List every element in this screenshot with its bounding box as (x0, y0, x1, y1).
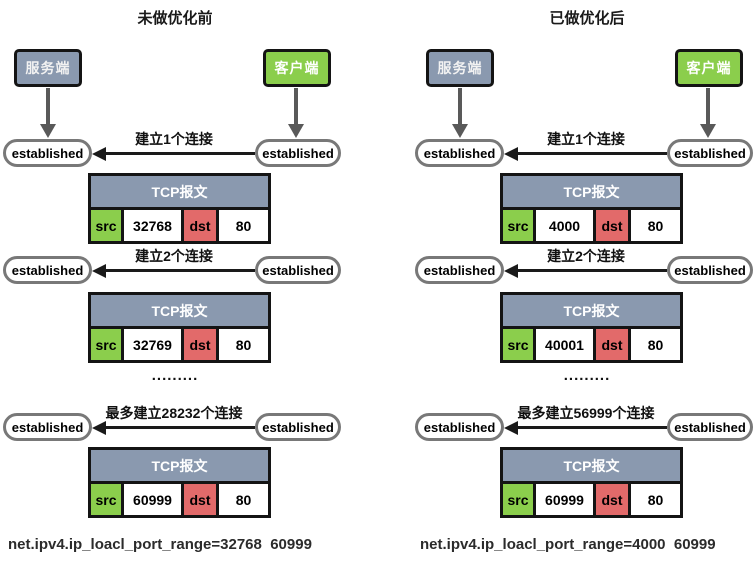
arrow-left-icon (504, 146, 518, 161)
sysctl-setting-text: net.ipv4.ip_loacl_port_range=4000 60999 (420, 536, 716, 553)
connection-arrow-line (105, 269, 255, 272)
arrow-down-icon (288, 124, 304, 138)
tcp-packet-table: TCP报文 src 4000 dst 80 (500, 173, 683, 244)
dst-port-cell: 80 (631, 210, 680, 241)
established-state: established (415, 413, 504, 441)
established-state: established (255, 139, 341, 167)
established-state: established (255, 256, 341, 284)
established-state: established (255, 413, 341, 441)
tcp-packet-row: src 60999 dst 80 (503, 484, 680, 515)
dst-label-cell: dst (596, 329, 628, 360)
established-state: established (667, 256, 753, 284)
tcp-packet-header: TCP报文 (503, 176, 680, 207)
client-arrow-line (706, 88, 710, 125)
tcp-packet-table: TCP报文 src 60999 dst 80 (500, 447, 683, 518)
src-port-cell: 32769 (124, 329, 181, 360)
tcp-packet-row: src 32769 dst 80 (91, 329, 268, 360)
established-state: established (415, 256, 504, 284)
established-state: established (667, 413, 753, 441)
src-port-cell: 32768 (124, 210, 181, 241)
established-state: established (3, 256, 92, 284)
arrow-left-icon (92, 420, 106, 435)
tcp-packet-header: TCP报文 (91, 295, 268, 326)
sysctl-setting-text: net.ipv4.ip_loacl_port_range=32768 60999 (8, 536, 312, 553)
established-state: established (3, 413, 92, 441)
tcp-packet-header: TCP报文 (91, 450, 268, 481)
arrow-down-icon (700, 124, 716, 138)
src-port-cell: 60999 (124, 484, 181, 515)
arrow-left-icon (504, 263, 518, 278)
server-node: 服务端 (426, 49, 494, 87)
established-state: established (3, 139, 92, 167)
dst-label-cell: dst (184, 329, 216, 360)
src-label-cell: src (91, 484, 121, 515)
dst-port-cell: 80 (631, 484, 680, 515)
dst-port-cell: 80 (219, 484, 268, 515)
ellipsis-dots: ......... (151, 367, 199, 384)
connection-label: 建立2个连接 (135, 248, 213, 264)
connection-label: 最多建立28232个连接 (105, 405, 243, 421)
src-label-cell: src (503, 329, 533, 360)
src-port-cell: 4000 (536, 210, 593, 241)
ellipsis-dots: ......... (563, 367, 611, 384)
client-node: 客户端 (675, 49, 743, 87)
tcp-packet-table: TCP报文 src 40001 dst 80 (500, 292, 683, 363)
connection-label: 建立2个连接 (547, 248, 625, 264)
arrow-down-icon (40, 124, 56, 138)
panel-before-content: 未做优化前 服务端 客户端 建立1个连接 established establi… (3, 10, 341, 553)
connection-arrow-line (105, 426, 255, 429)
established-state: established (415, 139, 504, 167)
arrow-left-icon (92, 146, 106, 161)
server-arrow-line (46, 88, 50, 125)
established-state: established (667, 139, 753, 167)
tcp-packet-header: TCP报文 (503, 295, 680, 326)
client-arrow-line (294, 88, 298, 125)
connection-label: 建立1个连接 (547, 131, 625, 147)
dst-label-cell: dst (596, 210, 628, 241)
tcp-packet-header: TCP报文 (91, 176, 268, 207)
connection-label: 建立1个连接 (135, 131, 213, 147)
tcp-packet-row: src 32768 dst 80 (91, 210, 268, 241)
dst-label-cell: dst (184, 210, 216, 241)
src-label-cell: src (91, 210, 121, 241)
tcp-packet-table: TCP报文 src 60999 dst 80 (88, 447, 271, 518)
panel-title: 未做优化前 (137, 10, 213, 27)
panel-after-content: 已做优化后 服务端 客户端 建立1个连接 established establi… (412, 0, 754, 561)
connection-arrow-line (517, 152, 667, 155)
arrow-left-icon (92, 263, 106, 278)
tcp-packet-row: src 4000 dst 80 (503, 210, 680, 241)
connection-arrow-line (517, 426, 667, 429)
dst-port-cell: 80 (219, 329, 268, 360)
panel-title: 已做优化后 (549, 10, 625, 27)
dst-label-cell: dst (596, 484, 628, 515)
server-node: 服务端 (14, 49, 82, 87)
tcp-packet-table: TCP报文 src 32769 dst 80 (88, 292, 271, 363)
tcp-packet-row: src 40001 dst 80 (503, 329, 680, 360)
arrow-left-icon (504, 420, 518, 435)
tcp-packet-header: TCP报文 (503, 450, 680, 481)
server-arrow-line (458, 88, 462, 125)
tcp-packet-row: src 60999 dst 80 (91, 484, 268, 515)
dst-port-cell: 80 (631, 329, 680, 360)
src-label-cell: src (503, 210, 533, 241)
panel-after-optimization: 已做优化后 服务端 客户端 建立1个连接 established establi… (377, 0, 754, 561)
connection-label: 最多建立56999个连接 (517, 405, 655, 421)
dst-port-cell: 80 (219, 210, 268, 241)
src-port-cell: 60999 (536, 484, 593, 515)
arrow-down-icon (452, 124, 468, 138)
src-label-cell: src (91, 329, 121, 360)
connection-arrow-line (517, 269, 667, 272)
connection-arrow-line (105, 152, 255, 155)
src-label-cell: src (503, 484, 533, 515)
dst-label-cell: dst (184, 484, 216, 515)
panel-before-optimization: 未做优化前 服务端 客户端 建立1个连接 established establi… (3, 10, 341, 553)
src-port-cell: 40001 (536, 329, 593, 360)
tcp-packet-table: TCP报文 src 32768 dst 80 (88, 173, 271, 244)
client-node: 客户端 (263, 49, 331, 87)
